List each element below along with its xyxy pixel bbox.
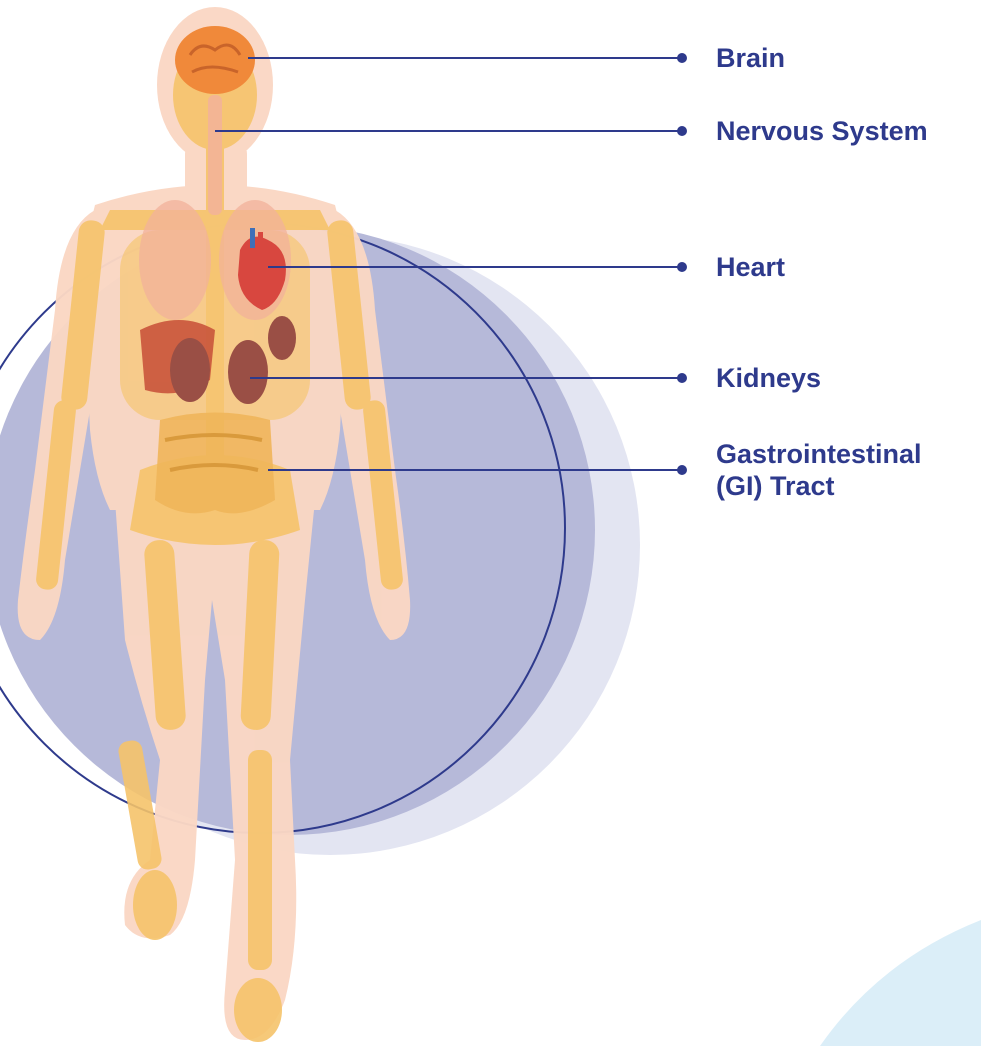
nervous-system-connector-dot xyxy=(678,127,686,135)
label-heart-text: Heart xyxy=(716,251,785,283)
label-gi-tract-line2: (GI) Tract xyxy=(716,470,922,502)
corner-accent-shape xyxy=(820,920,981,1046)
label-kidneys: Kidneys xyxy=(716,362,821,394)
label-heart: Heart xyxy=(716,251,785,283)
brain-connector-dot xyxy=(678,54,686,62)
label-gi-tract: Gastrointestinal (GI) Tract xyxy=(716,438,922,502)
label-kidneys-text: Kidneys xyxy=(716,362,821,394)
kidney-left xyxy=(170,338,210,402)
label-brain-text: Brain xyxy=(716,42,785,74)
kidney-right xyxy=(228,340,268,404)
label-nervous-system-text: Nervous System xyxy=(716,115,928,147)
kidneys-connector-dot xyxy=(678,374,686,382)
heart-connector-dot xyxy=(678,263,686,271)
label-gi-tract-line1: Gastrointestinal xyxy=(716,438,922,470)
gi-tract-connector-dot xyxy=(678,466,686,474)
label-nervous-system: Nervous System xyxy=(716,115,928,147)
gi-tract-organ xyxy=(155,413,275,514)
brain-organ xyxy=(175,26,255,94)
label-brain: Brain xyxy=(716,42,785,74)
